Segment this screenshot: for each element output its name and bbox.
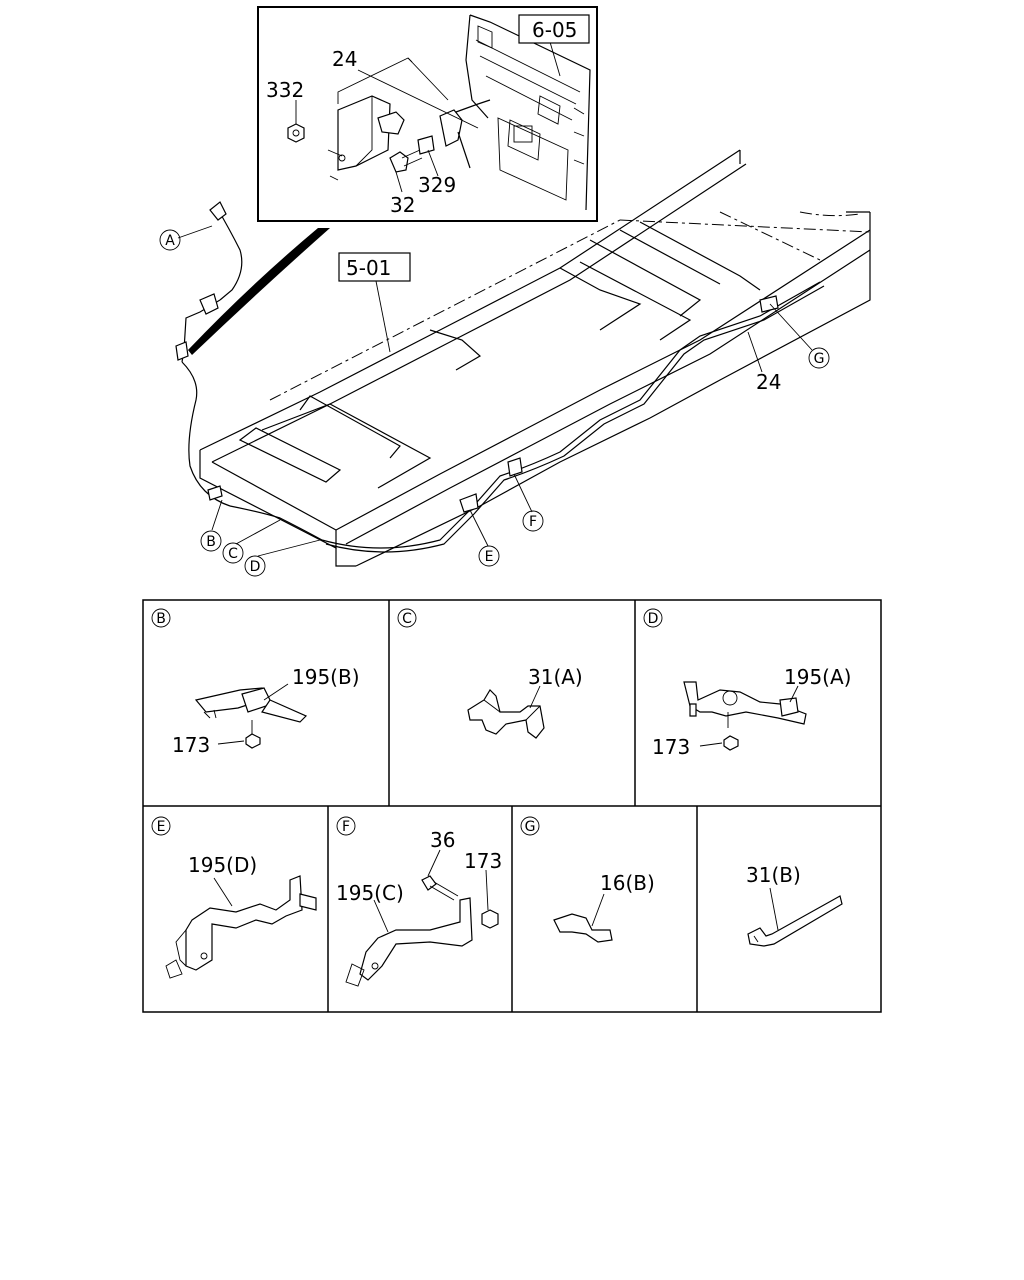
detail-e-part-195d: 195(D) xyxy=(188,853,257,877)
detail-g xyxy=(520,816,613,943)
detail-f-letter: F xyxy=(342,819,350,835)
part-label-329: 329 xyxy=(418,173,456,197)
detail-g-letter: G xyxy=(525,819,536,835)
ref-label-6-05: 6-05 xyxy=(532,18,577,42)
detail-d-letter: D xyxy=(648,611,659,627)
callout-c: C xyxy=(228,546,238,562)
detail-d xyxy=(643,608,807,751)
callout-a: A xyxy=(165,233,175,249)
detail-c-letter: C xyxy=(402,611,412,627)
ref-label-5-01: 5-01 xyxy=(346,256,391,280)
callout-f: F xyxy=(529,514,537,530)
detail-f xyxy=(336,816,499,987)
callout-d: D xyxy=(250,559,261,575)
callout-g: G xyxy=(814,351,825,367)
detail-f-part-195c: 195(C) xyxy=(336,881,404,905)
part-label-24-main: 24 xyxy=(756,370,781,394)
detail-d-part-195a: 195(A) xyxy=(784,665,851,689)
detail-e xyxy=(151,816,317,979)
detail-e-letter: E xyxy=(157,819,166,835)
detail-grid xyxy=(142,599,882,1013)
detail-b-letter: B xyxy=(156,611,166,627)
detail-f-part-173: 173 xyxy=(464,849,502,873)
inset-detail xyxy=(257,6,598,222)
detail-d-part-173: 173 xyxy=(652,735,690,759)
detail-b xyxy=(151,608,308,749)
part-label-332: 332 xyxy=(266,78,304,102)
part-label-24-inset: 24 xyxy=(332,47,357,71)
callout-b: B xyxy=(206,534,216,550)
detail-b-part-173: 173 xyxy=(172,733,210,757)
detail-g-part-16b: 16(B) xyxy=(600,871,655,895)
callout-e: E xyxy=(485,549,494,565)
detail-c-part-31a: 31(A) xyxy=(528,665,583,689)
detail-cable-tie xyxy=(747,887,843,947)
detail-part-31b: 31(B) xyxy=(746,863,801,887)
detail-b-part-195b: 195(B) xyxy=(292,665,360,689)
detail-f-part-36: 36 xyxy=(430,828,455,852)
part-label-32: 32 xyxy=(390,193,415,217)
chassis-frame xyxy=(159,149,871,577)
detail-c xyxy=(397,608,545,739)
